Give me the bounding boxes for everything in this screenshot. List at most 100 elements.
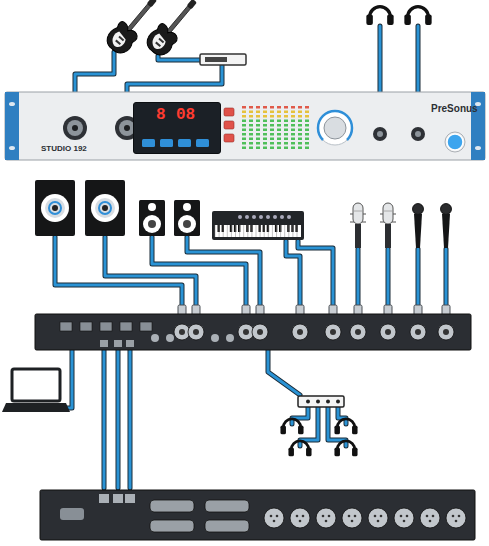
keyboard-keys (215, 225, 301, 237)
amp-jack (306, 400, 310, 404)
guitar-pickup (118, 36, 124, 41)
key-divider (292, 225, 293, 237)
key-divider (288, 225, 289, 237)
cable (130, 350, 131, 488)
meter-led (277, 120, 281, 123)
cable-core (103, 350, 106, 488)
meter-led (242, 124, 246, 127)
rear-panel (35, 314, 471, 350)
rear-input-hole (243, 329, 249, 335)
xlr-pin (351, 520, 354, 523)
combo-jack-hole (72, 125, 78, 131)
meter-led (242, 120, 246, 123)
volume-knob-ring (318, 111, 352, 145)
xlr-pin (299, 520, 302, 523)
headphones-cup (387, 15, 394, 25)
meter-led (242, 129, 246, 132)
unit-port (125, 494, 135, 503)
meter-led (284, 138, 288, 141)
cable-outline (444, 249, 449, 306)
key-divider (219, 225, 220, 237)
xlr-pin (325, 520, 328, 523)
meter-led (249, 138, 253, 141)
rear-port (100, 322, 112, 331)
display-button (142, 139, 155, 147)
monitor-ring (99, 202, 111, 214)
cable-outline (64, 350, 72, 408)
cable (64, 350, 72, 408)
xlr-pin (296, 515, 299, 518)
amp-jack (336, 400, 340, 404)
meter-led (305, 142, 309, 145)
headphones-cup (334, 448, 340, 457)
meter-led (270, 129, 274, 132)
meter-led (277, 142, 281, 145)
speaker-tweeter (183, 203, 191, 211)
keyboard-knob (252, 215, 256, 219)
headphones-band (337, 419, 355, 428)
db25-connector (150, 520, 194, 532)
xlr-pin (452, 515, 455, 518)
xlr-pin (354, 515, 357, 518)
cable (358, 249, 359, 306)
display-digit: 08 (176, 107, 195, 125)
rear-input (292, 324, 308, 340)
meter-led (277, 124, 281, 127)
meter-led (256, 142, 260, 145)
meter-led (291, 142, 295, 145)
front-panel-label-area: 808STUDIO 192PreSonus (5, 92, 485, 160)
rear-input (410, 324, 426, 340)
headphones-icon (404, 7, 431, 25)
black-key (267, 225, 269, 232)
meter-led (277, 138, 281, 141)
rear-input-hole (330, 329, 336, 335)
meter-led (249, 124, 253, 127)
meter-led (298, 147, 302, 150)
rear-digital-port (100, 340, 108, 347)
speaker-tweeter (148, 203, 156, 211)
meter-led (270, 115, 274, 118)
headphone-jack (373, 127, 387, 141)
unit-port (99, 494, 109, 503)
key-divider (243, 225, 244, 237)
meter-led (305, 124, 309, 127)
meter-led (277, 111, 281, 114)
black-key (230, 225, 232, 232)
meter-led (284, 129, 288, 132)
cable-core (357, 249, 360, 306)
black-key (263, 225, 265, 232)
cable (446, 249, 447, 306)
rear-input-hole (415, 329, 421, 335)
key-divider (239, 225, 240, 237)
model-name: STUDIO 192 (41, 145, 87, 154)
cable-core (286, 241, 300, 306)
brand-logo: PreSonus (431, 103, 478, 114)
black-key (279, 225, 281, 232)
cable-core (152, 237, 246, 306)
meter-led (256, 111, 260, 114)
xlr-pin (380, 515, 383, 518)
front-panel (5, 92, 485, 160)
meter-led (270, 142, 274, 145)
meter-led (242, 142, 246, 145)
headphones-icon (280, 419, 303, 434)
guitar-body (103, 19, 141, 57)
cable-core (129, 350, 132, 488)
headphones-cup (334, 426, 340, 435)
headphones-cup (306, 448, 312, 457)
meter-led (270, 106, 274, 109)
key-divider (223, 225, 224, 237)
cable-outline (128, 350, 133, 488)
meter-led (305, 129, 309, 132)
meter-led (242, 106, 246, 109)
rear-digital-port (126, 340, 134, 347)
cable (286, 241, 300, 306)
rear-input-hole (193, 329, 199, 335)
di-box-face (205, 57, 227, 62)
mic-handle (442, 214, 450, 248)
keyboard-knob (245, 215, 249, 219)
guitar-icon (143, 0, 205, 59)
monitor-ring (49, 202, 61, 214)
mic-body (355, 224, 361, 248)
